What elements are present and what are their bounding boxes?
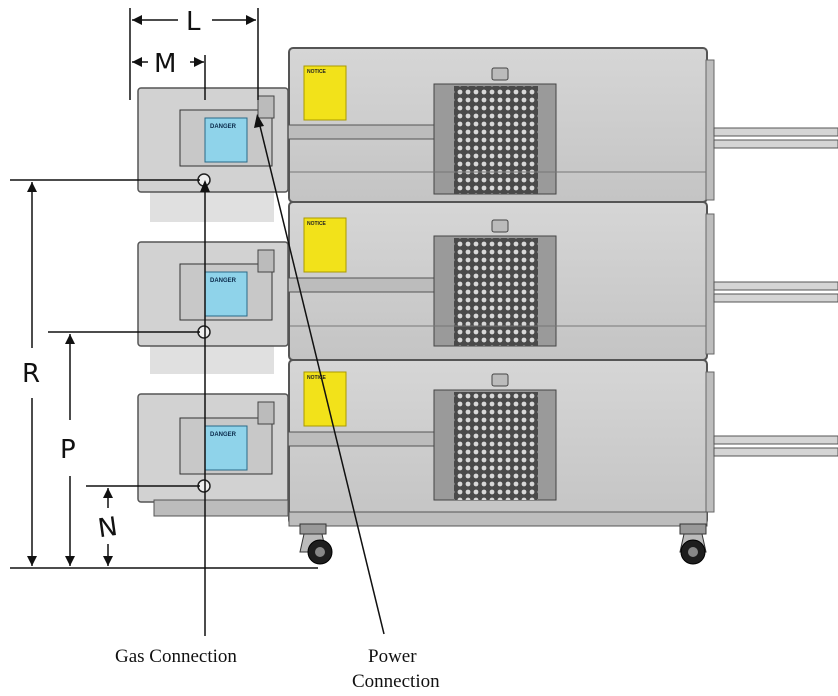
conveyor-ends [713,127,838,457]
handle-bar [267,277,441,293]
dimension-label-p: P [60,435,76,465]
danger-label [204,425,248,471]
svg-text:NOTICE: NOTICE [307,375,327,381]
notice-label [303,217,347,273]
control-box-middle: DANGER [137,241,289,374]
dimension-label-l: L [186,7,201,37]
fan-grille [454,392,538,500]
dimension-label-n: N [96,512,119,544]
caster-wheel-icon [299,523,333,565]
dimension-lines [10,8,318,569]
caster-wheel-icon [679,523,707,565]
oven-deck-top: NOTICE [267,47,715,203]
power-connection-label-line2: Connection [352,671,440,692]
notice-label [303,371,347,427]
notice-label [303,65,347,121]
power-connection-label-line1: Power [368,646,417,667]
oven-deck-bottom: NOTICE [267,359,715,527]
svg-text:DANGER: DANGER [210,124,237,130]
danger-label [204,117,248,163]
svg-text:DANGER: DANGER [210,432,237,438]
svg-text:NOTICE: NOTICE [307,221,327,227]
svg-text:NOTICE: NOTICE [307,69,327,75]
callout-leaders [200,114,385,636]
handle-bar [267,431,441,447]
dimension-label-m: M [154,49,176,79]
control-box-top: DANGER [137,87,289,222]
gas-connection-label: Gas Connection [115,646,237,667]
svg-text:DANGER: DANGER [210,278,237,284]
control-box-bottom: DANGER [137,393,289,517]
fan-grille [454,86,538,194]
dimension-label-r: R [22,359,40,389]
oven-deck-middle: NOTICE [267,201,715,361]
fan-grille [454,238,538,346]
handle-bar [267,124,441,140]
